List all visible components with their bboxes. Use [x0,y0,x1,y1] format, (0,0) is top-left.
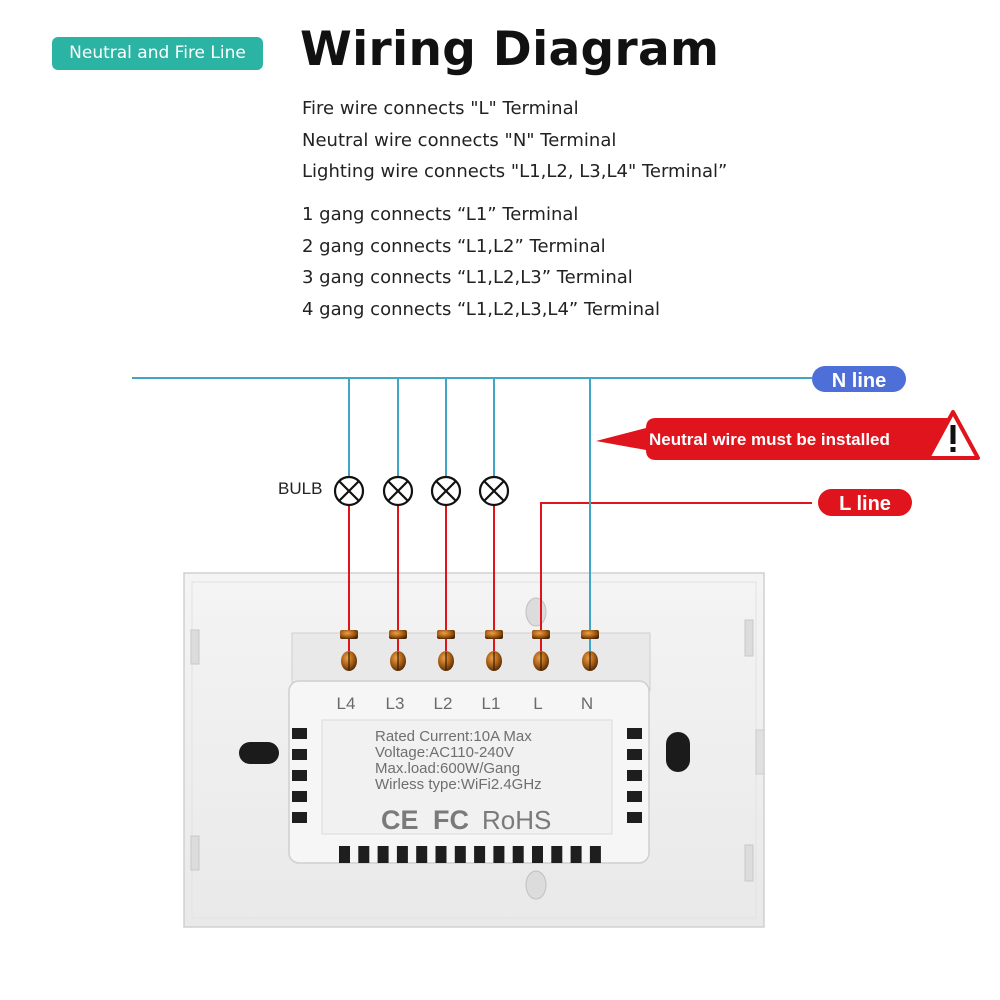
terminal-labels: L4 L3 L2 L1 L N [337,694,594,713]
vents-left [292,728,307,823]
spec-label [321,719,613,835]
bulb-icon [430,475,462,507]
bulb-icon [478,475,510,507]
terminal-label-n: N [581,694,593,713]
vent-slot [416,846,428,863]
gang-1-text: 1 gang connects “L1” Terminal [302,204,579,225]
lighting-wire-text: Lighting wire connects "L1,L2, L3,L4" Te… [302,161,728,183]
warning-text: Neutral wire must be installed [649,430,890,449]
n-line-label: N line [832,370,886,392]
gang-description-list: 1 gang connects “L1” Terminal 2 gang con… [302,199,660,325]
terminal-screw [389,630,407,671]
terminal-screw [340,630,358,671]
vent-slot [532,846,543,863]
vent-slot [358,846,370,863]
spec-rated-current: Rated Current:10A Max [375,728,532,745]
mounting-slot-right [666,732,690,772]
vent-slot [493,846,505,863]
vent-slot [570,846,582,863]
vent-slot [292,770,307,781]
terminal-label-l3: L3 [386,694,405,713]
spec-voltage: Voltage:AC110-240V [375,744,514,761]
neutral-wire-text: Neutral wire connects "N" Terminal [302,129,617,151]
terminal-screw [437,630,455,671]
fcc-mark: FC [433,805,469,835]
warning-icon [926,410,980,460]
terminal-label-l: L [533,694,542,713]
l-line-badge: L line [818,489,912,516]
gang-2-text: 2 gang connects “L1,L2” Terminal [302,235,606,257]
terminal-label-l2: L2 [434,694,453,713]
fire-wire-text: Fire wire connects "L" Terminal [302,98,579,119]
spec-max-load: Max.load:600W/Gang [375,760,520,777]
terminal-screws [340,630,599,671]
vent-slot [454,846,466,863]
vent-slot [627,812,642,823]
vent-slot [377,846,389,863]
vent-slot [512,846,524,863]
terminal-label-l1: L1 [482,694,501,713]
vent-slot [292,749,307,760]
mounting-slot-left [239,742,279,764]
vent-slot [292,728,307,739]
vents-right [627,728,642,823]
vent-slot [551,846,563,863]
switch-module [288,680,650,864]
page-title: Wiring Diagram [300,22,720,77]
n-line-badge: N line [812,366,906,392]
terminal-screw [581,630,599,671]
bulb-icon [333,475,365,507]
rohs-mark: RoHS [482,805,551,835]
terminal-label-l4: L4 [337,694,356,713]
vent-slot [627,791,642,802]
ce-mark: CE [381,805,419,835]
terminal-screw [485,630,503,671]
vent-slot [396,846,408,863]
vent-slot [474,846,486,863]
terminal-screw [532,630,550,671]
vents-bottom [339,846,601,863]
terminal-description-list: Fire wire connects "L" Terminal Neutral … [302,93,727,188]
neutral-warning-callout: Neutral wire must be installed [596,410,980,460]
vent-slot [339,846,350,863]
vent-slot [292,791,307,802]
neutral-fire-line-badge: Neutral and Fire Line [52,37,263,70]
vent-slot [292,812,307,823]
bulb-icon [382,475,414,507]
gang-3-text: 3 gang connects “L1,L2,L3” Terminal [302,267,633,289]
bulb-label: BULB [278,479,322,498]
gang-4-text: 4 gang connects “L1,L2,L3,L4” Terminal [302,298,661,320]
vent-slot [627,770,642,781]
vent-slot [627,749,642,760]
bulbs [333,475,510,507]
vent-slot [435,846,447,863]
l-line-label: L line [839,493,891,515]
vent-slot [589,846,601,863]
spec-wireless-type: Wirless type:WiFi2.4GHz [375,776,542,793]
vent-slot [627,728,642,739]
